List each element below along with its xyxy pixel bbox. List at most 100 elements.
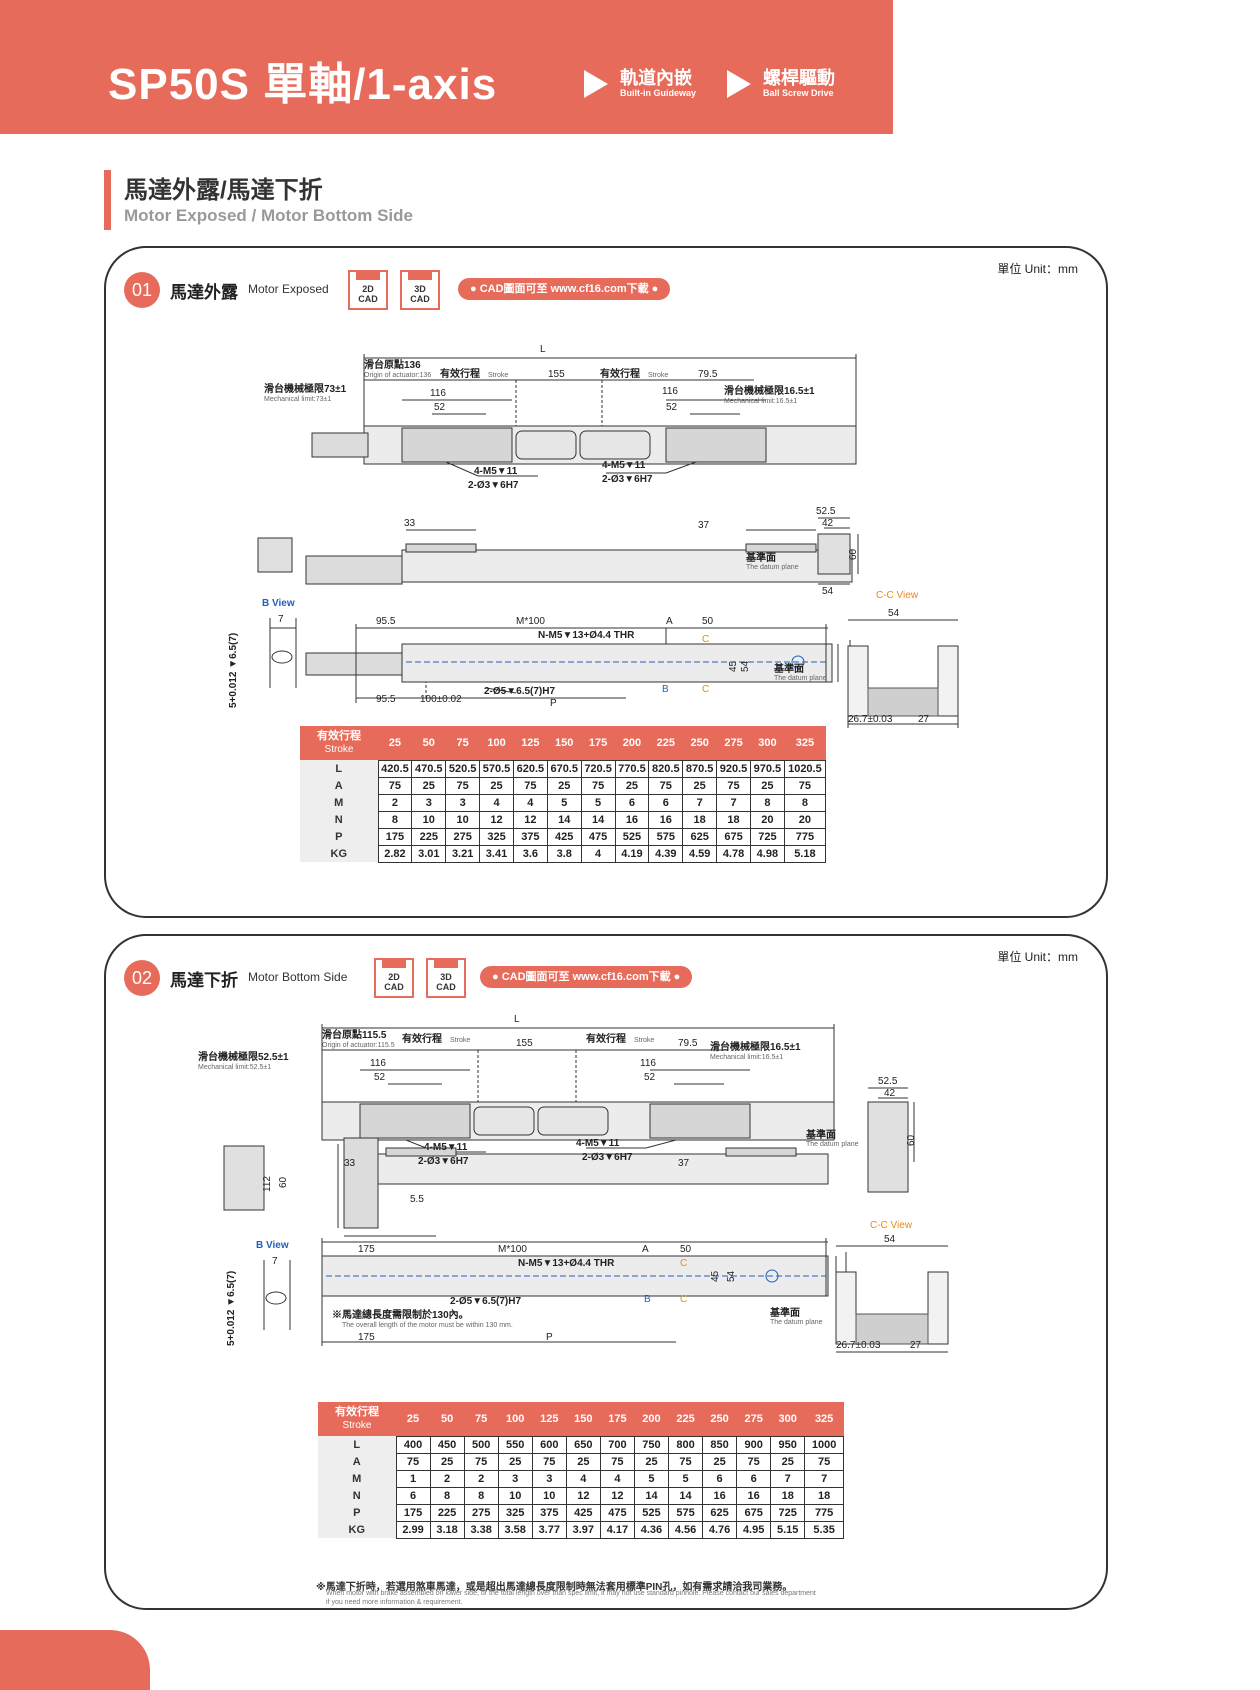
table-cell: 275 — [445, 827, 481, 846]
table-row-header: P — [318, 1504, 396, 1521]
table-header-cell: 250 — [682, 726, 717, 760]
label-mech-left-en: Mechanical limit:52.5±1 — [198, 1064, 271, 1071]
label-C-bottom: C — [680, 1294, 687, 1305]
label-stroke-1: 有效行程 — [440, 367, 480, 380]
footnote-zh: ※馬達下折時，若選用煞車馬達，或是超出馬達總長度限制時無法套用標準PIN孔，如有… — [316, 1582, 793, 1593]
cad-download-link[interactable]: ● CAD圖面可至 www.cf16.com下載 ● — [458, 278, 671, 300]
table-cell: 75 — [716, 776, 751, 795]
label-pin2: 2-Ø5▼6.5(7)H7 — [450, 1296, 521, 1307]
dim-116-right: 116 — [662, 386, 678, 397]
table-cell: 10 — [445, 810, 481, 829]
table-cell: 7 — [682, 793, 718, 812]
table-cell: 12 — [512, 810, 548, 829]
label-mech-right-en: Mechanical limit:16.5±1 — [710, 1054, 783, 1061]
table-cell: 4.98 — [749, 844, 785, 863]
table-cell: 775 — [783, 827, 827, 846]
table-cell: 820.5 — [648, 759, 684, 778]
table-cell: 175 — [395, 1503, 431, 1522]
table-cell: 175 — [377, 827, 413, 846]
technical-drawing-02: L 滑台原點115.5 Origin of actuator:115.5 有效行… — [198, 1014, 949, 1353]
label-datum-en-1: The datum plane — [746, 564, 799, 571]
table-header-cell: 100 — [498, 1402, 533, 1436]
actuator-body-side — [343, 1153, 829, 1185]
table-cell: 400 — [395, 1435, 431, 1454]
cad-3d-download-icon[interactable]: 3D CAD — [400, 270, 440, 310]
table-cell: 25 — [614, 776, 650, 795]
label-pin2: 2-Ø5▼6.5(7)H7 — [484, 686, 555, 697]
cad-download-link[interactable]: ● CAD圖面可至 www.cf16.com下載 ● — [480, 966, 693, 988]
label-stroke-1: 有效行程 — [402, 1032, 442, 1045]
table-cell: 425 — [546, 827, 582, 846]
end-view-profile — [817, 533, 851, 575]
table-cell: 375 — [512, 827, 548, 846]
label-mech-right: 滑台機械極限16.5±1 — [724, 384, 815, 397]
table-cell: 650 — [565, 1435, 601, 1454]
table-header-cell: 300 — [770, 1402, 805, 1436]
cad-2d-download-icon[interactable]: 2D CAD — [374, 958, 414, 998]
header-banner: SP50S 單軸/1-axis 軌道內嵌 Built-in Guideway 螺… — [0, 0, 893, 134]
dim-7: 7 — [278, 614, 284, 625]
table-cell: 16 — [702, 1486, 738, 1505]
table-cell: 5 — [633, 1469, 670, 1488]
table-cell: 3.6 — [512, 844, 548, 863]
table-cell: 16 — [736, 1486, 772, 1505]
table-cell: 8 — [463, 1486, 499, 1505]
motor-folded — [343, 1137, 379, 1229]
table-cell: 4.56 — [667, 1520, 704, 1539]
table-cell: 25 — [429, 1452, 465, 1471]
table-cell: 4 — [565, 1469, 601, 1488]
table-cell: 3 — [445, 793, 481, 812]
table-cell: 5 — [667, 1469, 704, 1488]
table-cell: 5.18 — [783, 844, 827, 863]
label-origin: 滑台原點115.5 — [322, 1028, 387, 1041]
table-cell: 25 — [546, 776, 582, 795]
table-cell: 4.78 — [716, 844, 751, 863]
table-cell: 3.8 — [546, 844, 582, 863]
table-cell: 225 — [429, 1503, 465, 1522]
table-cell: 2 — [377, 793, 413, 812]
table-header-cell: 175 — [581, 726, 616, 760]
panel-title-en: Motor Bottom Side — [248, 970, 348, 984]
section-title-en: Motor Exposed / Motor Bottom Side — [124, 206, 413, 225]
dim-116-right: 116 — [640, 1058, 656, 1069]
table-cell: 14 — [667, 1486, 704, 1505]
table-cell: 10 — [411, 810, 447, 829]
table-cell: 325 — [497, 1503, 533, 1522]
table-header-cell: 75 — [445, 726, 480, 760]
table-cell: 12 — [479, 810, 514, 829]
table-cell: 4.59 — [682, 844, 718, 863]
label-origin-en: Origin of actuator:115.5 — [322, 1042, 395, 1049]
table-cell: 550 — [497, 1435, 533, 1454]
label-origin: 滑台原點136 — [364, 358, 421, 371]
unit-label: 單位 Unit：mm — [997, 950, 1078, 964]
table-cell: 600 — [531, 1435, 567, 1454]
dim-52-5: 52.5 — [816, 506, 836, 517]
dim-95-5-top: 95.5 — [376, 616, 396, 627]
table-cell: 10 — [531, 1486, 567, 1505]
table-cell: 675 — [736, 1503, 772, 1522]
label-pin-right: 2-Ø3▼6H7 — [602, 474, 653, 485]
label-motor-note-en: The overall length of the motor must be … — [342, 1322, 513, 1329]
dim-37: 37 — [698, 520, 710, 531]
table-cell: 1000 — [804, 1435, 844, 1454]
dim-A: A — [642, 1244, 649, 1255]
table-cell: 720.5 — [580, 759, 616, 778]
table-row-header: L — [318, 1436, 396, 1453]
dim-L: L — [540, 344, 546, 355]
label-nm5: N-M5▼13+Ø4.4 THR — [538, 630, 635, 641]
panel-motor-bottom-side: 單位 Unit：mm 02 馬達下折 Motor Bottom Side 2D … — [104, 934, 1108, 1610]
end-view-profile — [867, 1101, 909, 1193]
dim-60-end: 60 — [906, 1134, 917, 1146]
table-header-cell: 175 — [600, 1402, 635, 1436]
cad-2d-download-icon[interactable]: 2D CAD — [348, 270, 388, 310]
table-cell: 520.5 — [445, 759, 481, 778]
dim-50: 50 — [680, 1244, 692, 1255]
table-cell: 18 — [804, 1486, 844, 1505]
table-header-cell: 225 — [648, 726, 683, 760]
cad-3d-download-icon[interactable]: 3D CAD — [426, 958, 466, 998]
